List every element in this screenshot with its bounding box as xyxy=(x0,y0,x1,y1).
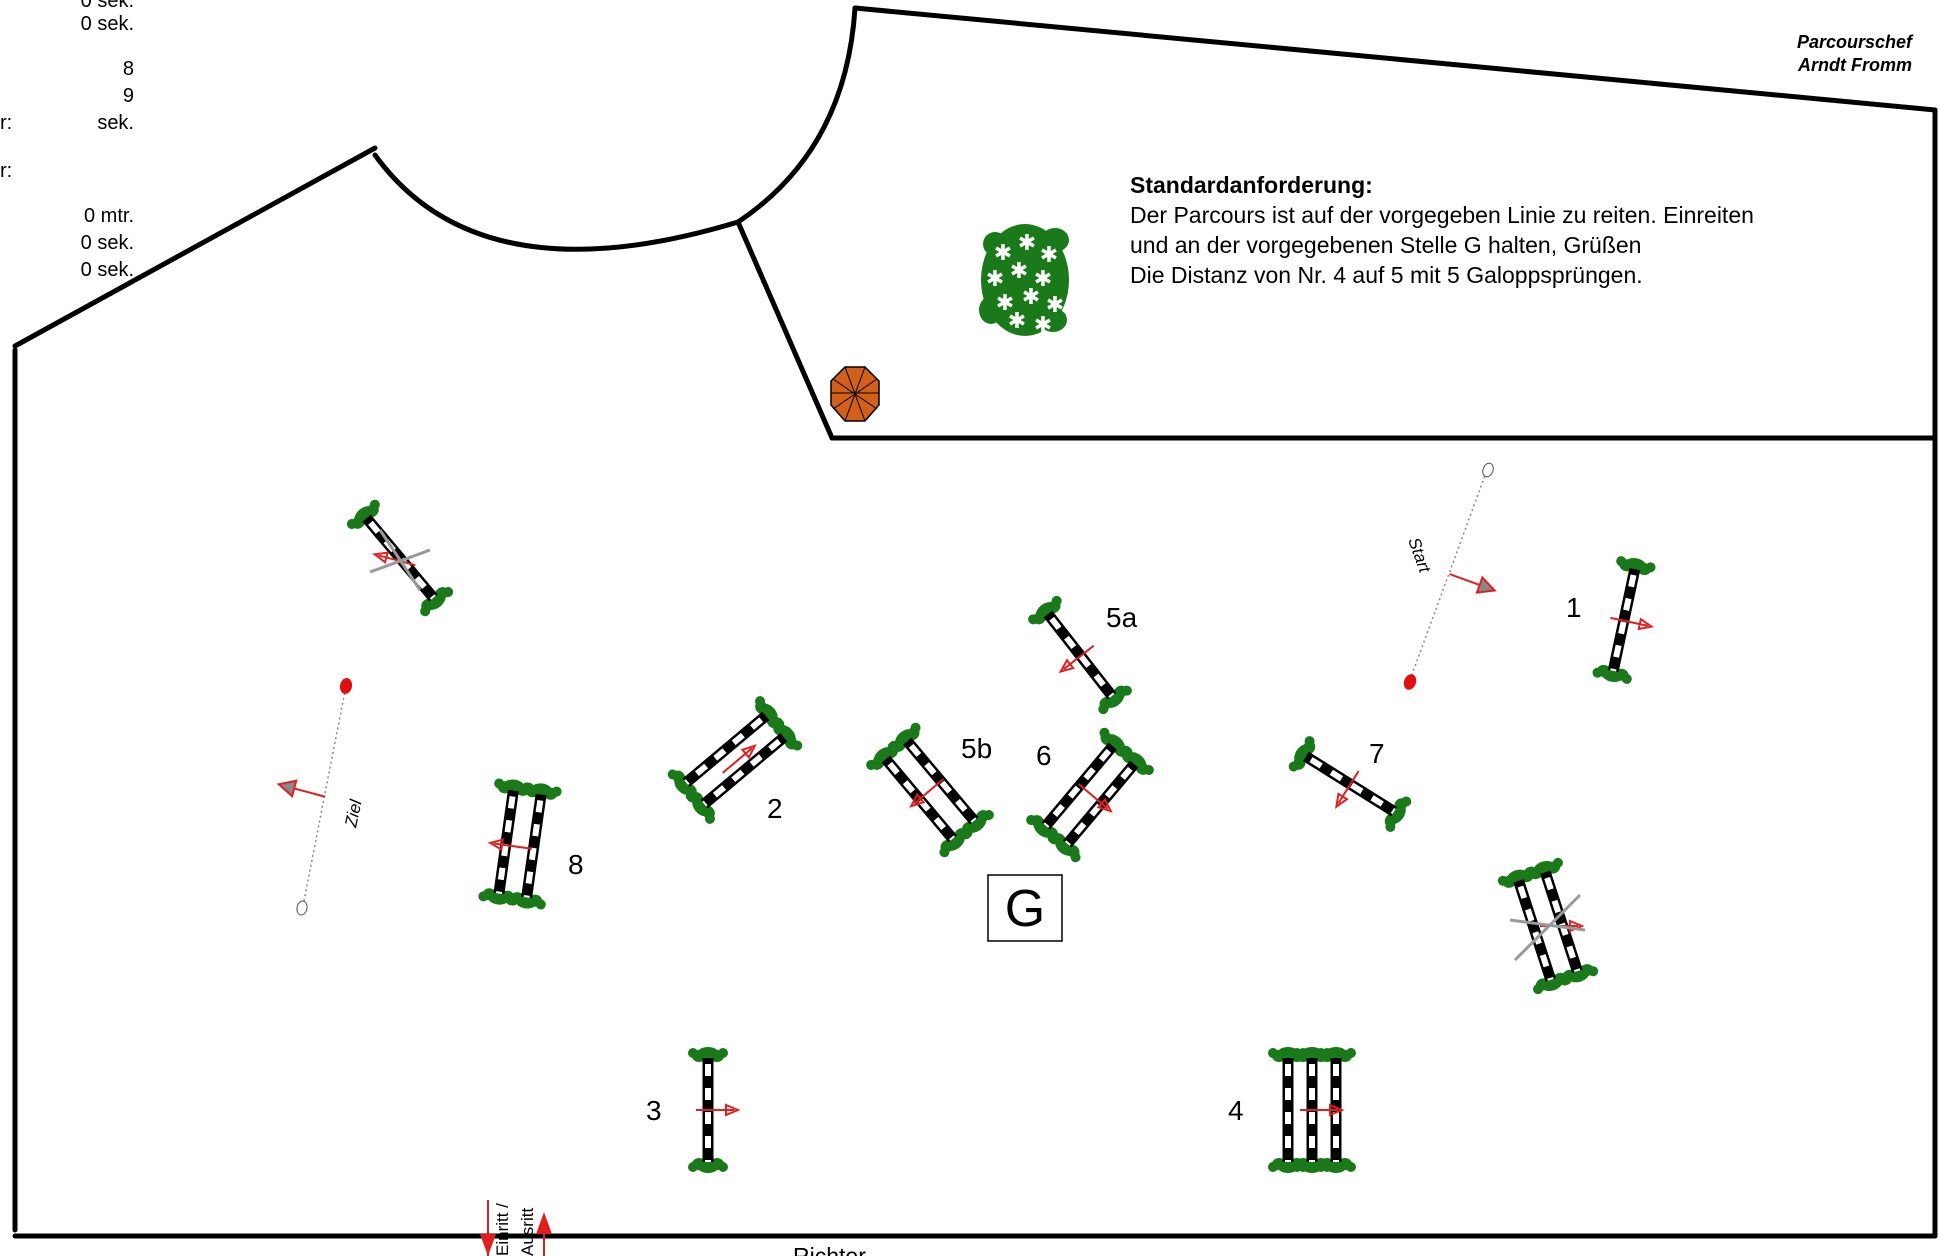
finish-line: Ziel xyxy=(276,678,366,916)
jump-number-8: 8 xyxy=(568,849,584,880)
arena-outline xyxy=(12,5,1938,1239)
jump-1 xyxy=(1591,554,1656,686)
requirements-line: Die Distanz von Nr. 4 auf 5 mit 5 Galopp… xyxy=(1130,262,1643,288)
svg-text:✱: ✱ xyxy=(1040,243,1058,268)
start-direction-arrow xyxy=(1449,573,1497,594)
jump-number-5b: 5b xyxy=(961,733,992,764)
stat-row-6-label: r: xyxy=(0,160,13,182)
requirements-line: und an der vorgegebenen Stelle G halten,… xyxy=(1130,232,1642,258)
requirements-block: Standardanforderung: Der Parcours ist au… xyxy=(1130,172,1754,289)
tree-icon xyxy=(830,366,880,422)
stat-row-4: 9 xyxy=(122,85,134,107)
jump-2 xyxy=(665,693,805,826)
jump-number-4: 4 xyxy=(1228,1095,1244,1126)
svg-text:✱: ✱ xyxy=(1034,313,1052,338)
stat-row-1: 0 sek. xyxy=(80,0,134,12)
requirements-line: Der Parcours ist auf der vorgegeben Lini… xyxy=(1130,202,1754,228)
entrance-label-line1: Einritt / xyxy=(493,1203,512,1256)
start-label: Start xyxy=(1404,535,1435,576)
stat-row-3: 8 xyxy=(122,58,134,80)
g-halt-box xyxy=(987,874,1063,942)
stat-row-9: 0 sek. xyxy=(80,259,134,281)
judge-label: Richter xyxy=(793,1243,866,1256)
jump-4 xyxy=(1268,1047,1356,1173)
finish-flag-white xyxy=(296,900,308,916)
jump-number-2: 2 xyxy=(767,793,783,824)
svg-text:✱: ✱ xyxy=(1022,285,1040,310)
svg-text:✱: ✱ xyxy=(994,241,1012,266)
stat-row-2: 0 sek. xyxy=(80,13,134,35)
stat-row-5-value: sek. xyxy=(97,112,134,134)
svg-text:✱: ✱ xyxy=(1034,267,1052,292)
svg-text:✱: ✱ xyxy=(1010,259,1028,284)
jump-number-5a: 5a xyxy=(1106,602,1138,633)
stat-row-8: 0 sek. xyxy=(80,232,134,254)
g-halt-label: G xyxy=(1005,880,1045,938)
crossed-out-jump-top xyxy=(344,497,456,619)
course-designer-name: Arndt Fromm xyxy=(1798,55,1912,75)
start-flag-red xyxy=(1403,674,1417,690)
svg-text:✱: ✱ xyxy=(986,267,1004,292)
svg-text:✱: ✱ xyxy=(1008,309,1026,334)
finish-label: Ziel xyxy=(341,797,366,830)
start-line: Start xyxy=(1403,462,1497,690)
stat-row-5-label: r: xyxy=(0,112,13,134)
jump-number-7: 7 xyxy=(1369,738,1385,769)
crossed-out-jump-right xyxy=(1496,856,1600,997)
requirements-title: Standardanforderung: xyxy=(1130,172,1373,198)
svg-text:✱: ✱ xyxy=(996,291,1014,316)
svg-text:✱: ✱ xyxy=(1046,293,1064,318)
finish-direction-arrow xyxy=(276,779,326,798)
flower-bush-icon: ✱✱✱ ✱✱✱ ✱✱✱ ✱✱ xyxy=(979,224,1069,338)
entrance-exit-marker: Einritt / Ausritt xyxy=(480,1200,552,1256)
svg-text:✱: ✱ xyxy=(1018,231,1036,256)
finish-flag-red xyxy=(339,678,353,694)
course-designer-title: Parcourschef xyxy=(1796,32,1912,52)
start-flag-white xyxy=(1482,462,1494,478)
stat-row-7: 0 mtr. xyxy=(83,205,134,227)
jump-number-3: 3 xyxy=(646,1095,662,1126)
jump-3 xyxy=(688,1047,739,1173)
jump-number-6: 6 xyxy=(1036,740,1052,771)
jump-number-1: 1 xyxy=(1566,592,1582,623)
jump-7 xyxy=(1286,734,1414,835)
entrance-label-line2: Ausritt xyxy=(518,1208,537,1256)
jump-8 xyxy=(478,777,563,911)
